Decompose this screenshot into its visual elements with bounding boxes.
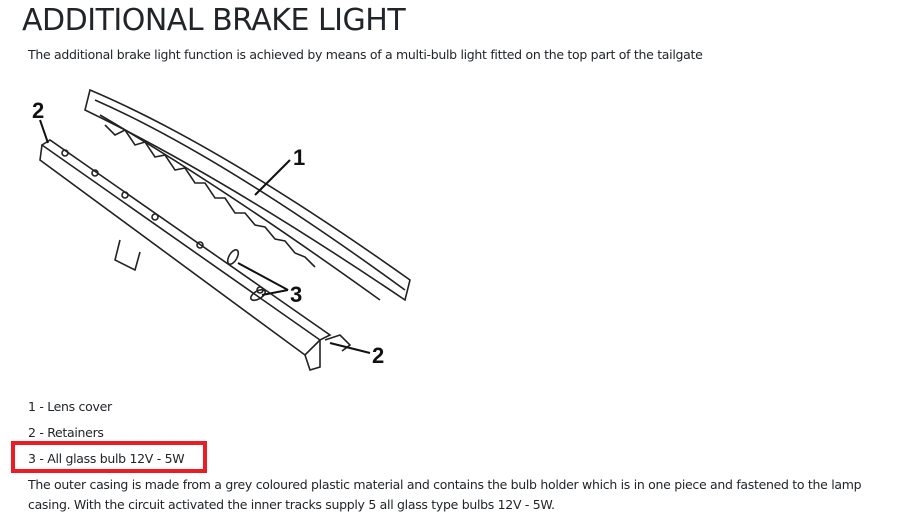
brake-light-diagram: 1 2 3 2 [32, 88, 411, 371]
legend-item-lens-cover: 1 - Lens cover [28, 399, 112, 414]
highlight-box [11, 441, 207, 473]
legend-item-retainers: 2 - Retainers [28, 425, 104, 440]
callout-lines [39, 119, 371, 354]
intro-text: The additional brake light function is a… [28, 47, 703, 62]
casing-description: The outer casing is made from a grey col… [28, 477, 862, 512]
page-title: ADDITIONAL BRAKE LIGHT [22, 3, 406, 38]
callout-1: 1 [293, 145, 305, 170]
callout-2-top: 2 [32, 98, 44, 123]
legend-item-bulb: 3 - All glass bulb 12V - 5W [28, 451, 185, 466]
lens-cover-drawing [84, 88, 411, 302]
bulb-holder-drawing [39, 139, 352, 371]
callout-2-bottom: 2 [372, 343, 384, 368]
callout-3: 3 [290, 282, 302, 307]
